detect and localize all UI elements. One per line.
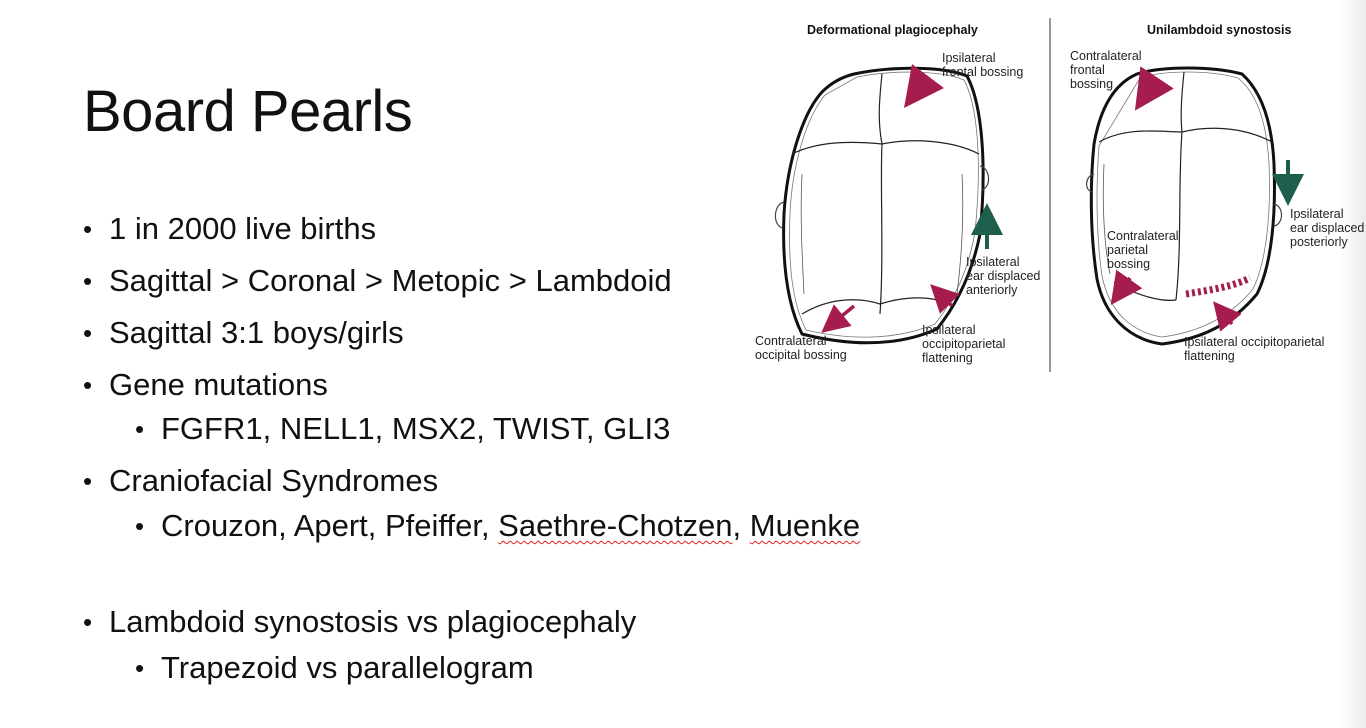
occipitoparietal-flattening-label: Ipsilateral occipitoparietal bbox=[1184, 335, 1324, 349]
bullet-text: Lambdoid synostosis vs plagiocephaly bbox=[109, 604, 637, 639]
bullet-dot-icon: • bbox=[83, 318, 93, 348]
occipitoparietal-flattening-label: flattening bbox=[922, 351, 973, 365]
bullet-text: Crouzon, Apert, Pfeiffer, Saethre-Chotze… bbox=[161, 507, 860, 545]
bullet-text: Sagittal 3:1 boys/girls bbox=[109, 315, 404, 350]
occipital-bossing-arrow-icon bbox=[821, 304, 856, 333]
bullet-text: FGFR1, NELL1, MSX2, TWIST, GLI3 bbox=[161, 411, 671, 446]
bullet-text: Trapezoid vs parallelogram bbox=[161, 650, 534, 685]
frontal-bossing-label: Ipsilateral bbox=[942, 51, 996, 65]
bullet-dot-icon: • bbox=[135, 653, 145, 683]
bullet-text: Craniofacial Syndromes bbox=[109, 463, 439, 498]
occipitoparietal-flattening-label: Ipsilateral bbox=[922, 323, 976, 337]
frontal-bossing-arrow-icon bbox=[904, 64, 944, 109]
slide-title: Board Pearls bbox=[83, 79, 413, 144]
contralateral-frontal-bossing-label: Contralateral bbox=[1070, 49, 1142, 63]
frontal-bossing-label: frontal bossing bbox=[942, 65, 1023, 79]
occipitoparietal-flattening-label: occipitoparietal bbox=[922, 337, 1005, 351]
occipitoparietal-flattening-label: flattening bbox=[1184, 349, 1235, 363]
bullet-dot-icon: • bbox=[83, 214, 93, 244]
occipitoparietal-flattening-arrow-icon bbox=[930, 284, 960, 314]
ear-displaced-label: ear displaced bbox=[966, 269, 1040, 283]
bullet-text: Gene mutations bbox=[109, 367, 328, 402]
spellcheck-flagged-word[interactable]: Muenke bbox=[749, 508, 861, 543]
ear-displaced-posteriorly-label: posteriorly bbox=[1290, 235, 1348, 249]
parietal-bossing-label: Contralateral bbox=[1107, 229, 1179, 243]
bullet-text: 1 in 2000 live births bbox=[109, 211, 377, 246]
bullet-text: Sagittal > Coronal > Metopic > Lambdoid bbox=[109, 263, 672, 298]
occipital-bossing-label: Contralateral bbox=[755, 334, 827, 348]
bullet-dot-icon: • bbox=[135, 414, 145, 444]
slide-edge-shadow bbox=[1340, 0, 1366, 728]
bullet-dot-icon: • bbox=[83, 266, 93, 296]
parietal-bossing-label: bossing bbox=[1107, 257, 1150, 271]
spellcheck-flagged-word[interactable]: Saethre-Chotzen bbox=[498, 508, 733, 543]
skull-diagram: Deformational plagiocephaly bbox=[755, 18, 1364, 372]
ear-displaced-label: anteriorly bbox=[966, 283, 1018, 297]
parietal-bossing-label: parietal bbox=[1107, 243, 1148, 257]
ear-displaced-posteriorly-label: Ipsilateral bbox=[1290, 207, 1344, 221]
bullet-dot-icon: • bbox=[83, 370, 93, 400]
parietal-bossing-arrow-icon bbox=[1110, 269, 1143, 306]
separator-text: , bbox=[732, 508, 750, 543]
ear-displaced-label: Ipsilateral bbox=[966, 255, 1020, 269]
left-skull-icon bbox=[774, 66, 990, 345]
right-panel-header: Unilambdoid synostosis bbox=[1147, 23, 1292, 37]
bullet-dot-icon: • bbox=[83, 466, 93, 496]
bullet-dot-icon: • bbox=[83, 607, 93, 637]
left-panel-header: Deformational plagiocephaly bbox=[807, 23, 978, 37]
ear-displaced-posteriorly-label: ear displaced bbox=[1290, 221, 1364, 235]
bullet-dot-icon: • bbox=[135, 511, 145, 541]
right-skull-icon bbox=[1086, 66, 1283, 346]
syndrome-list-text: Crouzon, Apert, Pfeiffer, bbox=[161, 508, 499, 543]
occipitoparietal-flattening-arrow-icon bbox=[1213, 301, 1242, 332]
skull-comparison-figure[interactable]: Deformational plagiocephaly bbox=[742, 14, 1366, 386]
contralateral-frontal-bossing-arrow-icon bbox=[1134, 66, 1174, 111]
occipital-bossing-label: occipital bossing bbox=[755, 348, 847, 362]
contralateral-frontal-bossing-label: frontal bbox=[1070, 63, 1105, 77]
contralateral-frontal-bossing-label: bossing bbox=[1070, 77, 1113, 91]
